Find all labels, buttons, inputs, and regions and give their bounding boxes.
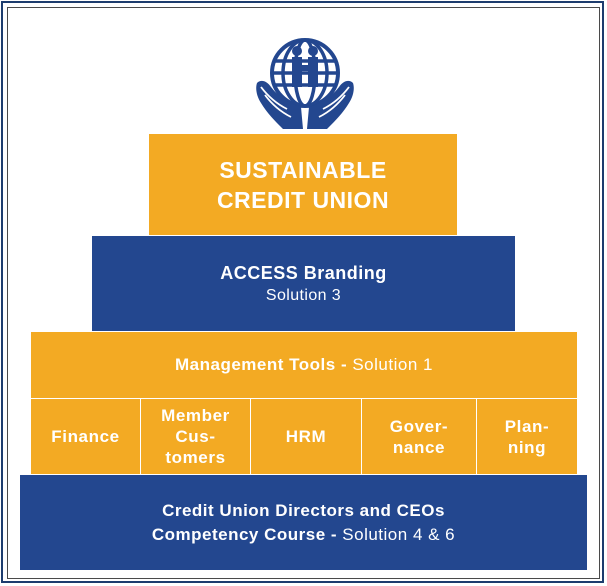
access-branding-title: ACCESS Branding: [220, 262, 387, 283]
tool-governance: Gover- nance: [362, 399, 476, 474]
tool-finance-label: Finance: [51, 427, 120, 446]
tool-planning: Plan- ning: [477, 399, 577, 474]
tool-governance-line-1: Gover-: [389, 416, 449, 436]
competency-course-line-1: Credit Union Directors and CEOs: [162, 500, 445, 520]
tool-member-line-2: Cus-: [175, 427, 216, 446]
tool-member-customers: Member Cus- tomers: [141, 399, 250, 474]
competency-course-title: Competency Course -: [151, 524, 338, 544]
management-tools-title: Management Tools -: [175, 355, 348, 374]
tool-member-line-3: tomers: [165, 448, 226, 467]
inner-frame: [7, 7, 600, 579]
tool-finance: Finance: [31, 399, 140, 474]
access-branding-solution: Solution 3: [265, 286, 342, 304]
competency-course-line-2: Competency Course - Solution 4 & 6: [152, 523, 455, 547]
globe-in-hands-icon: [256, 38, 354, 129]
tool-governance-line-2: nance: [392, 437, 446, 457]
competency-course-tier: Credit Union Directors and CEOs Competen…: [20, 475, 587, 570]
access-branding-tier: ACCESS Branding Solution 3: [92, 236, 515, 331]
tier-top-line-2: CREDIT UNION: [216, 186, 390, 213]
tool-member-line-1: Member: [161, 406, 230, 425]
competency-course-solution: Solution 4 & 6: [342, 524, 456, 544]
management-tools-row: Management Tools - Solution 1: [175, 355, 433, 375]
tier-top-line-1: SUSTAINABLE: [219, 156, 387, 183]
management-tools-solution: Solution 1: [352, 355, 433, 374]
tool-hrm: HRM: [251, 399, 361, 474]
tool-hrm-label: HRM: [285, 427, 327, 446]
tool-planning-line-1: Plan-: [504, 416, 550, 436]
management-tools-tier: Management Tools - Solution 1: [31, 332, 577, 398]
sustainable-credit-union-tier: SUSTAINABLE CREDIT UNION: [149, 134, 457, 235]
tool-planning-line-2: ning: [507, 437, 547, 457]
